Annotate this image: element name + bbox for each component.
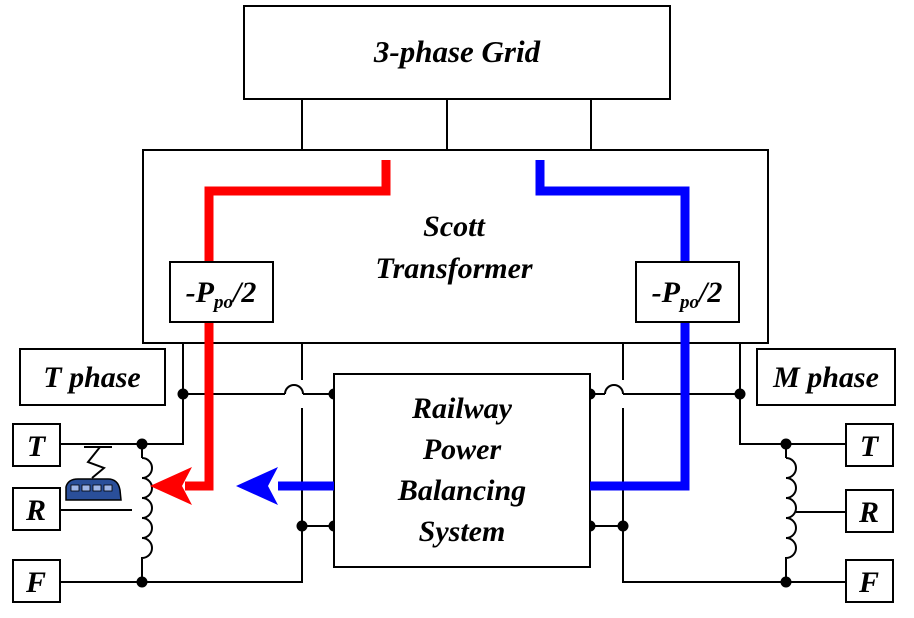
grid-transformer-wires [301,99,592,150]
right-terminal-f: F [858,566,879,599]
right-terminal-t: T [860,430,880,463]
m-phase-box [756,348,896,406]
left-coil [141,457,153,582]
power-box-right [635,261,740,323]
rpbs-label-line2: Power [422,433,502,466]
left-terminal-t-box [12,423,61,467]
grid-box [243,5,671,100]
transformer-label-line1: Scott [423,210,486,243]
left-terminal-f: F [25,566,46,599]
power-label-left: -Ppo/2 [186,276,257,313]
rpbs-label-line1: Railway [411,392,513,425]
power-left-suffix: /2 [231,276,256,309]
power-label-right: -Ppo/2 [652,276,723,313]
power-box-left [169,261,274,323]
power-left-prefix: -P [186,276,215,309]
right-terminal-r: R [858,496,879,529]
left-terminal-wires [60,443,142,583]
left-terminal-r: R [25,494,46,527]
blue-power-flow-arrow [236,160,690,505]
rpbs-label-line3: Balancing [397,474,526,507]
transformer-label-line2: Transformer [375,252,533,285]
left-terminal-r-box [12,487,61,531]
t-phase-box [19,348,166,406]
left-terminal-t: T [27,430,47,463]
train-icon [65,446,122,501]
t-phase-label: T phase [43,361,141,394]
m-phase-label: M phase [772,361,879,394]
rpbs-label-line4: System [419,515,506,548]
left-secondary-wires [141,343,334,583]
right-coil [785,457,797,582]
power-left-sub: po [212,292,233,313]
right-terminal-wires [786,443,846,583]
rpbs-box [333,373,591,568]
power-right-sub: po [678,292,699,313]
red-power-flow-arrow [150,160,391,505]
right-terminal-f-box [845,559,894,603]
power-right-prefix: -P [652,276,681,309]
right-terminal-t-box [845,423,894,467]
left-terminal-f-box [12,559,61,603]
grid-label: 3-phase Grid [373,34,541,69]
right-terminal-r-box [845,489,894,533]
power-right-suffix: /2 [697,276,722,309]
